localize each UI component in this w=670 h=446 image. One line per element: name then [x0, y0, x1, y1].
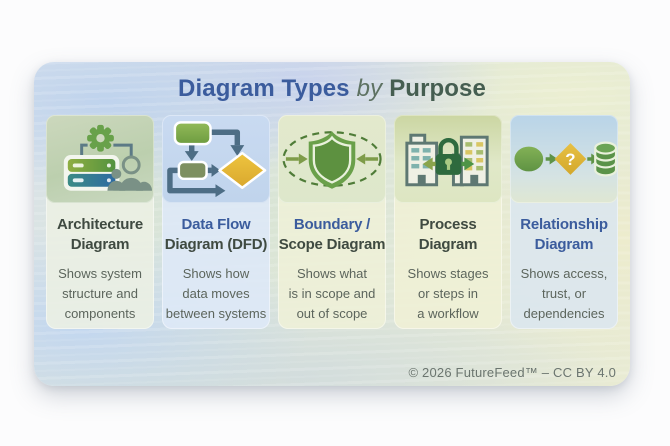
title-part-by: by	[356, 75, 383, 102]
panel-title-line: Data Flow	[181, 216, 251, 233]
process-box-small-icon	[177, 160, 208, 181]
panel-title-line: Diagram	[534, 236, 594, 253]
panel-title-line: Process	[419, 216, 477, 233]
card-boundary-scope-diagram: Boundary / Scope Diagram Shows what is i…	[278, 115, 386, 329]
body-line: or steps in	[418, 286, 478, 301]
panel-body-architecture: Shows system structure and components	[58, 264, 142, 324]
body-line: Shows access,	[520, 266, 608, 281]
question-mark-label: ?	[565, 150, 575, 169]
panel-title-line: Diagram	[70, 236, 130, 253]
copyright-license-text: © 2026 FutureFeed™ – CC BY 4.0	[408, 365, 616, 380]
body-line: dependencies	[523, 306, 605, 321]
body-line: structure and	[62, 286, 138, 301]
panel-body-process: Shows stages or steps in a workflow	[408, 264, 489, 324]
body-line: components	[64, 306, 136, 321]
panel-title-line: Diagram	[418, 236, 478, 253]
database-icon	[594, 141, 618, 177]
body-line: Shows what	[296, 266, 368, 281]
body-line: Shows system	[58, 266, 142, 281]
card-process-diagram: Process Diagram Shows stages or steps in…	[394, 115, 502, 329]
process-box-icon	[173, 121, 212, 146]
panel-title-boundary: Boundary / Scope Diagram	[279, 215, 386, 255]
title-part-purpose: Purpose	[389, 75, 486, 102]
card-architecture-diagram: Architecture Diagram Shows system struct…	[46, 115, 154, 329]
inward-arrows	[285, 153, 379, 165]
boundary-icon-svg	[282, 131, 382, 189]
entity-ellipse-icon	[514, 146, 544, 172]
panel-title-line: Architecture	[57, 216, 143, 233]
architecture-icon-svg	[63, 124, 153, 191]
gear-icon	[87, 124, 114, 152]
panel-title-line: Scope Diagram	[278, 236, 386, 253]
card-data-flow-diagram: Data Flow Diagram (DFD) Shows how data m…	[162, 115, 270, 329]
relationship-diagram-icon: ?	[510, 115, 618, 203]
panel-title-line: Relationship	[520, 216, 608, 233]
panel-title-architecture: Architecture Diagram	[57, 215, 143, 255]
panel-body-boundary: Shows what is in scope and out of scope	[289, 264, 376, 324]
body-line: between systems	[165, 306, 267, 321]
title-part-diagram-types: Diagram Types	[178, 75, 350, 102]
panel-title-line: Diagram (DFD)	[164, 236, 268, 253]
boundary-scope-diagram-icon	[278, 115, 386, 203]
server-stack-icon	[63, 155, 120, 191]
boundary-dashed-ellipse	[282, 131, 382, 187]
body-line: Shows how	[182, 266, 250, 281]
body-line: a workflow	[417, 306, 479, 321]
body-line: Shows stages	[407, 266, 489, 281]
user-icon	[107, 155, 153, 191]
architecture-diagram-icon	[46, 115, 154, 203]
panel-title-relationship: Relationship Diagram	[520, 215, 608, 255]
relationship-icon-svg: ?	[514, 141, 618, 177]
process-diagram-icon	[394, 115, 502, 203]
data-flow-icon-svg	[167, 121, 267, 198]
panel-title-data-flow: Data Flow Diagram (DFD)	[164, 215, 268, 255]
shield-icon	[308, 131, 356, 189]
flow-arrowheads	[184, 145, 245, 198]
panel-body-data-flow: Shows how data moves between systems	[166, 264, 266, 324]
body-line: trust, or	[541, 286, 587, 301]
data-flow-diagram-icon	[162, 115, 270, 203]
question-diamond-icon: ?	[554, 143, 587, 175]
connector-lines	[80, 143, 133, 159]
body-line: is in scope and	[288, 286, 376, 301]
panel-body-relationship: Shows access, trust, or dependencies	[521, 264, 608, 324]
process-icon-svg	[405, 133, 489, 187]
body-line: data moves	[182, 286, 250, 301]
card-relationship-diagram: ? Relationship Diagram Shows access, tru…	[510, 115, 618, 329]
panel-title-line: Boundary /	[293, 216, 371, 233]
panel-title-process: Process Diagram	[419, 215, 478, 255]
decision-diamond-icon	[218, 151, 267, 189]
body-line: out of scope	[296, 306, 368, 321]
padlock-icon	[435, 138, 462, 175]
columns-row: Architecture Diagram Shows system struct…	[46, 115, 618, 329]
